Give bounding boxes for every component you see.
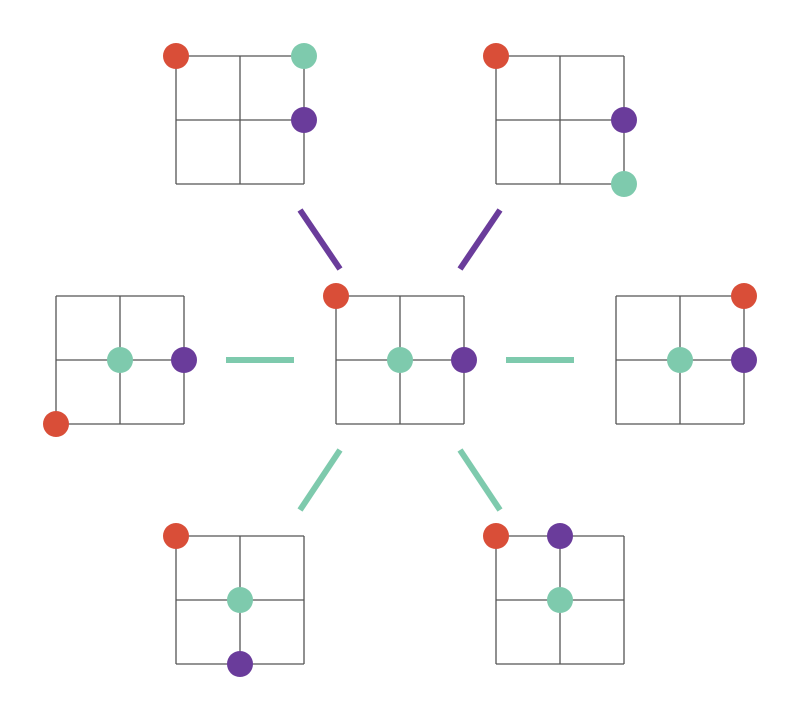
- purple-dot: [547, 523, 573, 549]
- red-dot: [483, 523, 509, 549]
- red-dot: [163, 43, 189, 69]
- board-bottom-right: [483, 523, 625, 665]
- red-dot: [323, 283, 349, 309]
- connection-top-left: [297, 208, 343, 271]
- connection-top-right: [457, 208, 503, 271]
- teal-dot: [227, 587, 253, 613]
- purple-dot: [451, 347, 477, 373]
- purple-dot: [731, 347, 757, 373]
- teal-dot: [667, 347, 693, 373]
- purple-dot: [227, 651, 253, 677]
- board-left: [43, 295, 197, 437]
- board-bottom-left: [163, 523, 305, 677]
- purple-dot: [291, 107, 317, 133]
- board-center: [323, 283, 477, 425]
- teal-dot: [291, 43, 317, 69]
- purple-dot: [171, 347, 197, 373]
- teal-dot: [611, 171, 637, 197]
- red-dot: [43, 411, 69, 437]
- board-top-right: [483, 43, 637, 197]
- red-dot: [163, 523, 189, 549]
- connection-bottom-right: [457, 448, 503, 512]
- connection-bottom-left: [297, 448, 343, 512]
- purple-dot: [611, 107, 637, 133]
- board-top-left: [163, 43, 317, 185]
- teal-dot: [387, 347, 413, 373]
- teal-dot: [547, 587, 573, 613]
- teal-dot: [107, 347, 133, 373]
- board-right: [615, 283, 757, 425]
- red-dot: [731, 283, 757, 309]
- red-dot: [483, 43, 509, 69]
